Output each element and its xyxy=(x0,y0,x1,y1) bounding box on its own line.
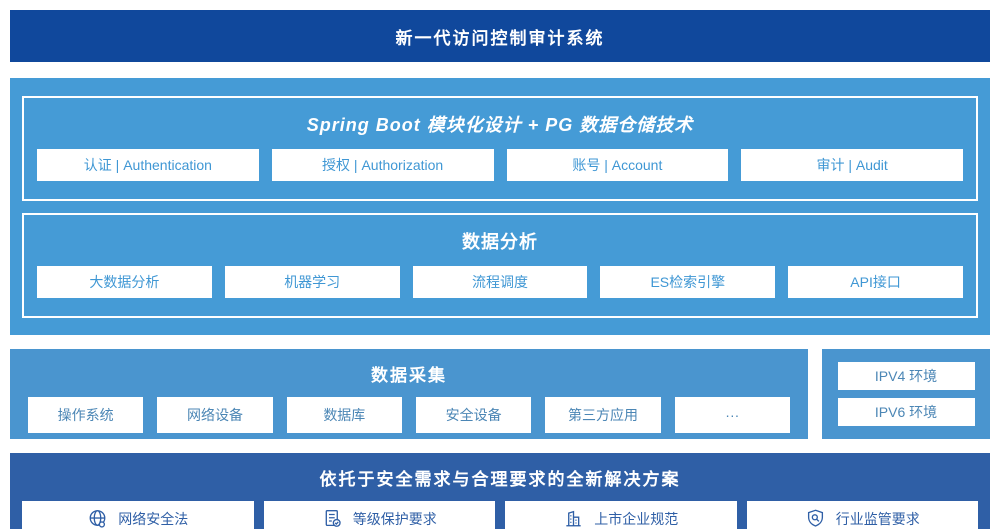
collect-block-network-device: 网络设备 xyxy=(157,397,273,433)
diagram-title: 新一代访问控制审计系统 xyxy=(395,28,605,48)
modules-panel: Spring Boot 模块化设计 + PG 数据仓储技术 认证 | Authe… xyxy=(22,96,978,201)
env-block-ipv4: IPV4 环境 xyxy=(837,362,975,390)
analysis-block-api: API接口 xyxy=(788,266,963,298)
analysis-block-ml: 机器学习 xyxy=(224,266,400,298)
solution-block-label: 等级保护要求 xyxy=(352,510,437,527)
shield-search-icon xyxy=(805,508,826,529)
solution-block-classified-protection: 等级保护要求 xyxy=(263,501,495,529)
analysis-panel: 数据分析 大数据分析 机器学习 流程调度 ES检索引擎 API接口 xyxy=(22,213,978,318)
module-block-authentication: 认证 | Authentication xyxy=(37,149,259,181)
collect-block-thirdparty: 第三方应用 xyxy=(545,397,661,433)
title-banner: 新一代访问控制审计系统 xyxy=(10,10,990,62)
solution-title: 依托于安全需求与合理要求的全新解决方案 xyxy=(319,470,681,489)
collect-block-more: ··· xyxy=(674,397,790,433)
collect-block-database: 数据库 xyxy=(286,397,402,433)
platform-section: Spring Boot 模块化设计 + PG 数据仓储技术 认证 | Authe… xyxy=(10,78,990,335)
modules-panel-title: Spring Boot 模块化设计 + PG 数据仓储技术 xyxy=(306,115,694,135)
collection-section: 数据采集 操作系统 网络设备 数据库 安全设备 第三方应用 ··· xyxy=(10,349,808,439)
collection-row: 数据采集 操作系统 网络设备 数据库 安全设备 第三方应用 ··· IPV4 环… xyxy=(10,349,990,439)
environment-section: IPV4 环境 IPV6 环境 xyxy=(822,349,990,439)
solution-items-row: 网络安全法 等级保护要求 xyxy=(22,501,978,529)
analysis-panel-title: 数据分析 xyxy=(462,232,538,252)
collect-block-security-device: 安全设备 xyxy=(415,397,532,433)
checklist-check-icon xyxy=(322,508,343,529)
module-block-authorization: 授权 | Authorization xyxy=(271,149,494,181)
solution-block-industry-regulation: 行业监管要求 xyxy=(746,501,978,529)
env-block-ipv6: IPV6 环境 xyxy=(837,398,975,426)
collection-items-row: 操作系统 网络设备 数据库 安全设备 第三方应用 ··· xyxy=(28,397,790,433)
solution-block-label: 上市企业规范 xyxy=(594,510,679,527)
analysis-block-bigdata: 大数据分析 xyxy=(37,266,212,298)
analysis-block-es: ES检索引擎 xyxy=(600,266,776,298)
analysis-block-workflow: 流程调度 xyxy=(412,266,588,298)
collection-title: 数据采集 xyxy=(371,366,447,385)
analysis-row: 大数据分析 机器学习 流程调度 ES检索引擎 API接口 xyxy=(37,266,963,298)
building-icon xyxy=(563,508,584,529)
module-block-account: 账号 | Account xyxy=(506,149,729,181)
module-block-audit: 审计 | Audit xyxy=(741,149,963,181)
solution-block-cybersecurity-law: 网络安全法 xyxy=(22,501,254,529)
solution-block-label: 网络安全法 xyxy=(118,510,189,527)
solution-block-listed-company: 上市企业规范 xyxy=(505,501,737,529)
modules-row: 认证 | Authentication 授权 | Authorization 账… xyxy=(37,149,963,181)
solution-block-label: 行业监管要求 xyxy=(835,510,920,527)
solution-section: 依托于安全需求与合理要求的全新解决方案 网络安全法 xyxy=(10,453,990,529)
collect-block-os: 操作系统 xyxy=(28,397,144,433)
globe-icon xyxy=(87,508,108,529)
